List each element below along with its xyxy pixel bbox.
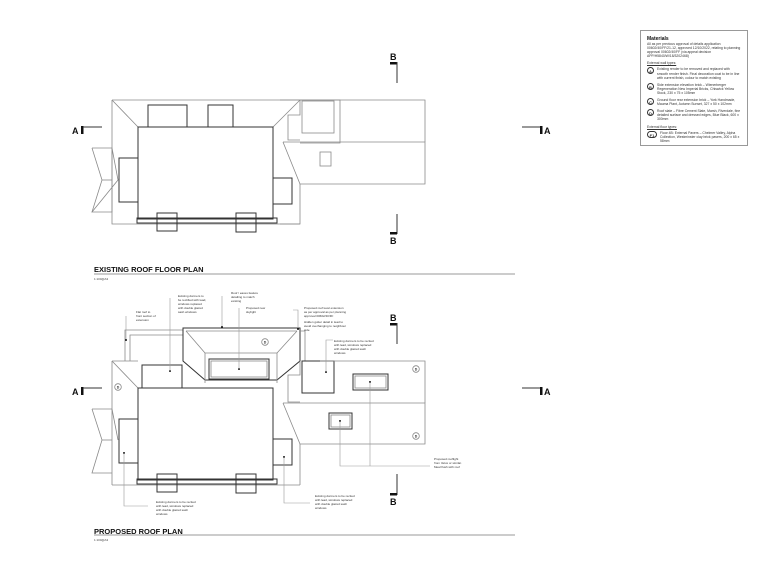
note-dormers-top: Existing dormers to be rectified with le… <box>178 294 207 314</box>
note-dormers-right: Existing dormers to be rectied with lead… <box>334 339 375 355</box>
note-dormers-bottom-right: Existing dormers to be rectied with lead… <box>315 494 356 510</box>
section-a-right-label-2: A <box>544 387 551 397</box>
legend-text-a: Existing render to be removed and replac… <box>657 67 740 80</box>
section-b-top-label: B <box>390 52 397 62</box>
legend-text-c: Ground floor rear extension brick – York… <box>657 98 736 107</box>
section-b-bottom-label: B <box>390 236 397 246</box>
proposed-roof-plan: D D D D Flat roof to front section of ex… <box>72 291 551 516</box>
note-rooflight: Proposed rooflight from Velux or similar… <box>434 457 463 469</box>
existing-plan-title: EXISTING ROOF FLOOR PLAN <box>94 265 204 274</box>
svg-text:D: D <box>264 340 267 344</box>
svg-text:D: D <box>415 434 418 438</box>
legend-key-c: C <box>647 98 654 106</box>
legend-key-d: D <box>647 109 654 117</box>
legend-text-b: Side extension elevation brick – Wienerb… <box>657 82 735 95</box>
legend-text-f1: Floor 4B: External Pavers – Chelmer Vall… <box>660 130 740 143</box>
note-eaves: Roof / eaves feature detailing to match … <box>231 291 259 303</box>
roof-slate-tag: D D D D <box>114 338 420 440</box>
floor-types-heading: External floor types: <box>647 124 677 129</box>
legend-key-b: B <box>647 82 654 90</box>
note-dormers-bottom-left: Existing dormers to be rectied with lead… <box>156 500 197 516</box>
legend-key-a: A <box>647 67 654 75</box>
materials-intro: All as per previous approval of details … <box>647 42 741 59</box>
section-b-top-label-2: B <box>390 313 397 323</box>
section-a-left-label-2: A <box>72 387 79 397</box>
legend-item-c: C Ground floor rear extension brick – Yo… <box>647 98 741 106</box>
legend-text-d: Roof slate – Fibre Cement Slate, Marsh, … <box>657 109 741 122</box>
note-hidden-gutter: Hidden gutter detail in lead to avoid ov… <box>304 320 347 332</box>
existing-plan-scale: 1:100@A3 <box>94 277 109 281</box>
legend-item-a: A Existing render to be removed and repl… <box>647 67 741 80</box>
legend-item-f1: F1 Floor 4B: External Pavers – Chelmer V… <box>647 130 741 143</box>
materials-title: Materials <box>647 36 669 42</box>
legend-key-f1: F1 <box>647 130 657 138</box>
svg-text:D: D <box>415 367 418 371</box>
proposed-plan-title: PROPOSED ROOF PLAN <box>94 527 183 536</box>
materials-legend: Materials All as per previous approval o… <box>640 30 748 146</box>
legend-item-b: B Side extension elevation brick – Wiene… <box>647 82 741 95</box>
legend-item-d: D Roof slate – Fibre Cement Slate, Marsh… <box>647 109 741 121</box>
section-b-bottom-label-2: B <box>390 497 397 507</box>
section-a-right-label: A <box>544 126 551 136</box>
existing-roof-plan: B B A A <box>72 52 551 246</box>
note-roof-level-extension: Proposed roof level extension as per app… <box>304 306 347 318</box>
note-skylight: Proposed new skylight <box>246 306 266 314</box>
wall-types-heading: External wall types: <box>647 61 677 66</box>
svg-text:D: D <box>117 385 120 389</box>
section-a-left-label: A <box>72 126 79 136</box>
note-flat-roof: Flat roof to front section of extension <box>136 310 157 322</box>
proposed-plan-scale: 1:100@A3 <box>94 538 109 542</box>
